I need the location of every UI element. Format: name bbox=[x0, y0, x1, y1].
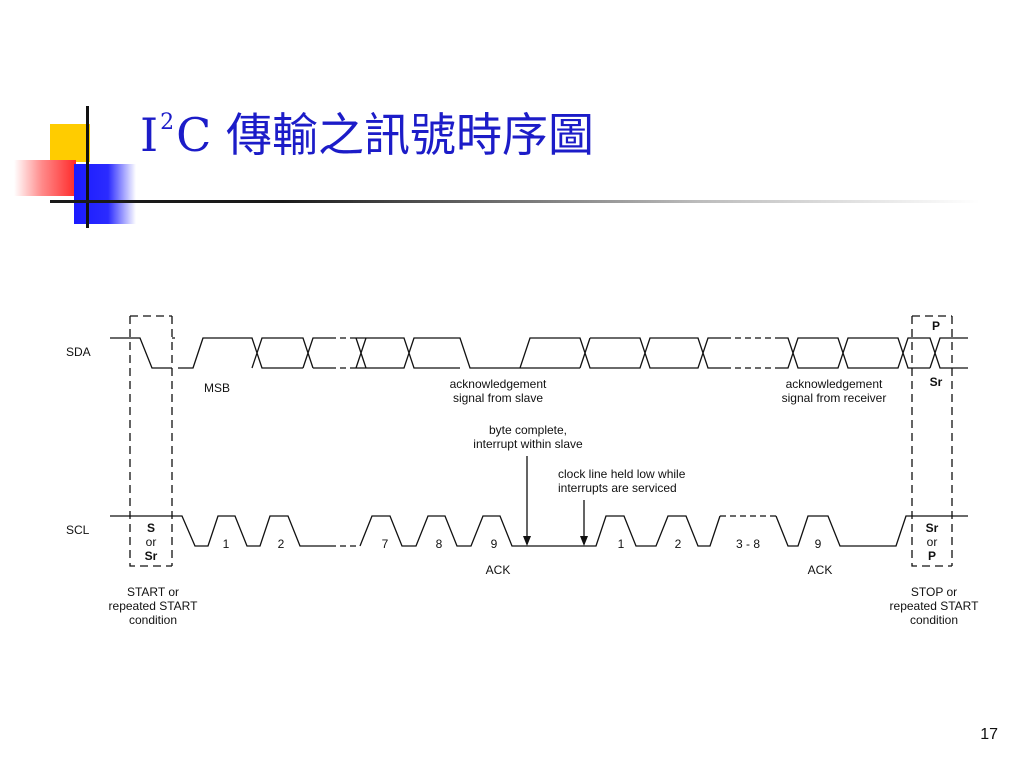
start-caption-line3: condition bbox=[129, 613, 177, 627]
scl-waveform-b bbox=[359, 515, 721, 547]
byte-complete-label-line2: interrupt within slave bbox=[473, 437, 583, 451]
start-dashed-box bbox=[129, 315, 173, 567]
title-underline bbox=[50, 200, 980, 203]
title-rest: C 傳輸之訊號時序圖 bbox=[176, 108, 594, 162]
ack-label-1: ACK bbox=[486, 563, 511, 577]
arrow-byte-complete-head bbox=[523, 536, 531, 546]
start-box-or: or bbox=[146, 535, 157, 549]
stop-box-or: or bbox=[927, 535, 938, 549]
scl-pulse-label: 2 bbox=[278, 537, 285, 551]
stop-caption-line2: repeated START bbox=[890, 599, 980, 613]
msb-label: MSB bbox=[204, 381, 230, 395]
sda-label: SDA bbox=[66, 345, 91, 359]
scl-pulse-label: 1 bbox=[618, 537, 625, 551]
scl-pulse-label: 3 - 8 bbox=[736, 537, 760, 551]
stop-caption-line1: STOP or bbox=[911, 585, 957, 599]
title-prefix: I bbox=[140, 108, 159, 162]
scl-waveform-a bbox=[110, 515, 330, 547]
clock-held-label-line2: interrupts are serviced bbox=[558, 481, 677, 495]
sda-data-cells bbox=[178, 337, 330, 369]
sda-gap-1 bbox=[330, 337, 356, 369]
start-box-sr: Sr bbox=[145, 549, 158, 563]
sda-waveform-start bbox=[110, 337, 175, 369]
stop-box-p: P bbox=[928, 549, 936, 563]
sda-cells-7-8 bbox=[355, 337, 725, 369]
ack-label-2: ACK bbox=[808, 563, 833, 577]
scl-pulse-label: 2 bbox=[675, 537, 682, 551]
logo-red-bar bbox=[14, 160, 76, 196]
stop-box-sr: Sr bbox=[926, 521, 939, 535]
sda-stop-p-label: P bbox=[932, 319, 940, 333]
scl-pulse-label: 7 bbox=[382, 537, 389, 551]
sda-gap-2 bbox=[725, 337, 778, 369]
scl-waveform-c bbox=[775, 515, 968, 547]
ack-receiver-label-line2: signal from receiver bbox=[782, 391, 887, 405]
scl-label: SCL bbox=[66, 523, 90, 537]
page-number: 17 bbox=[980, 726, 998, 743]
stop-caption-line3: condition bbox=[910, 613, 958, 627]
scl-pulse-label: 8 bbox=[436, 537, 443, 551]
start-caption-line1: START or bbox=[127, 585, 179, 599]
ack-slave-label-line1: acknowledgement bbox=[450, 377, 547, 391]
start-box-s: S bbox=[147, 521, 155, 535]
sda-cells-end bbox=[778, 337, 968, 369]
ack-slave-label-line2: signal from slave bbox=[453, 391, 543, 405]
arrow-clock-held-head bbox=[580, 536, 588, 546]
logo-yellow-square bbox=[50, 124, 90, 162]
logo-blue-square bbox=[74, 164, 136, 224]
stop-dashed-box bbox=[911, 315, 953, 567]
logo-vertical-line bbox=[86, 106, 89, 228]
clock-held-label-line1: clock line held low while bbox=[558, 467, 686, 481]
slide-title: I2C 傳輸之訊號時序圖 bbox=[140, 110, 594, 159]
start-caption-line2: repeated START bbox=[109, 599, 199, 613]
sda-stop-sr-label: Sr bbox=[930, 375, 943, 389]
scl-pulse-label: 1 bbox=[223, 537, 230, 551]
title-superscript: 2 bbox=[160, 110, 175, 135]
scl-pulse-label: 9 bbox=[491, 537, 498, 551]
scl-pulse-label: 9 bbox=[815, 537, 822, 551]
byte-complete-label-line1: byte complete, bbox=[489, 423, 567, 437]
ack-receiver-label-line1: acknowledgement bbox=[786, 377, 883, 391]
